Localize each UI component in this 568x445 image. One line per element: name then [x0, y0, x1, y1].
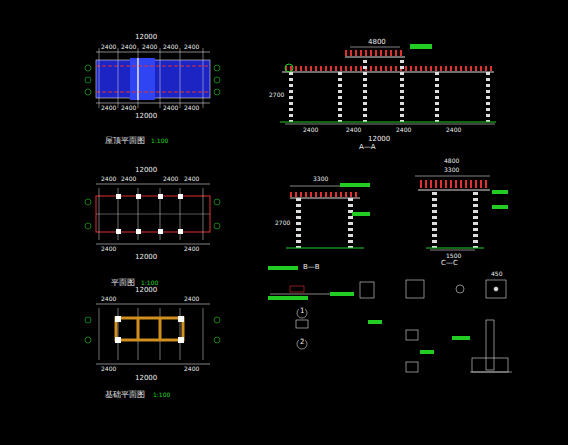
- dimension-text: 2400: [162, 176, 179, 182]
- dimension-text: 2700: [268, 92, 285, 98]
- dimension-lines: [96, 47, 495, 364]
- dimension-text: 4800: [367, 39, 387, 46]
- dimension-text: 1:100: [140, 280, 159, 286]
- dimension-text: 12000: [134, 254, 158, 261]
- dimension-text: 4800: [443, 158, 460, 164]
- dimension-text: 2400: [100, 44, 117, 50]
- dimension-text: 3300: [443, 167, 460, 173]
- dimension-text: 2400: [141, 44, 158, 50]
- dimension-text: 1:100: [150, 138, 169, 144]
- dimension-text: 12000: [367, 136, 391, 143]
- dimension-text: 12000: [134, 113, 158, 120]
- dimension-text: 2400: [162, 105, 179, 111]
- dimension-text: 1: [299, 308, 305, 315]
- dimension-text: 2: [299, 339, 305, 346]
- section-b: [286, 183, 370, 248]
- dimension-text: 2400: [100, 176, 117, 182]
- details: [268, 266, 512, 372]
- section-c: [418, 180, 508, 248]
- section-title: B—B: [302, 264, 321, 271]
- dimension-text: 2400: [100, 366, 117, 372]
- section-title: C—C: [440, 260, 459, 267]
- dimension-text: 2400: [120, 105, 137, 111]
- floor-plan: [85, 188, 220, 240]
- dimension-text: 2400: [120, 44, 137, 50]
- dimension-text: 12000: [134, 375, 158, 382]
- roof-plan: [85, 48, 220, 108]
- dimension-text: 1:100: [152, 392, 171, 398]
- dimension-text: 2400: [183, 176, 200, 182]
- section-title: A—A: [358, 144, 377, 151]
- dimension-text: 2400: [183, 296, 200, 302]
- dimension-text: 2400: [395, 127, 412, 133]
- dimension-text: 3300: [312, 176, 329, 182]
- dimension-text: 12000: [134, 34, 158, 41]
- dimension-text: 2400: [183, 246, 200, 252]
- drawing-title: 基础平面图: [104, 391, 146, 399]
- section-a: [280, 44, 496, 122]
- dimension-text: 2400: [100, 105, 117, 111]
- dimension-text: 12000: [134, 287, 158, 294]
- dimension-text: 2400: [302, 127, 319, 133]
- dimension-text: 1500: [445, 253, 462, 259]
- dimension-text: 2400: [345, 127, 362, 133]
- drawing-title: 屋顶平面图: [104, 137, 146, 145]
- dimension-text: 12000: [134, 167, 158, 174]
- dimension-text: 450: [490, 271, 503, 277]
- dimension-text: 2400: [162, 44, 179, 50]
- dimension-text: 2400: [120, 176, 137, 182]
- dimension-text: 2400: [183, 44, 200, 50]
- dimension-text: 2400: [183, 366, 200, 372]
- dimension-text: 2400: [183, 105, 200, 111]
- drawing-title: 平面图: [110, 279, 136, 287]
- dimension-text: 2700: [274, 220, 291, 226]
- dimension-text: 2400: [100, 246, 117, 252]
- foundation-plan: [85, 308, 220, 360]
- dimension-text: 2400: [445, 127, 462, 133]
- dimension-text: 2400: [100, 296, 117, 302]
